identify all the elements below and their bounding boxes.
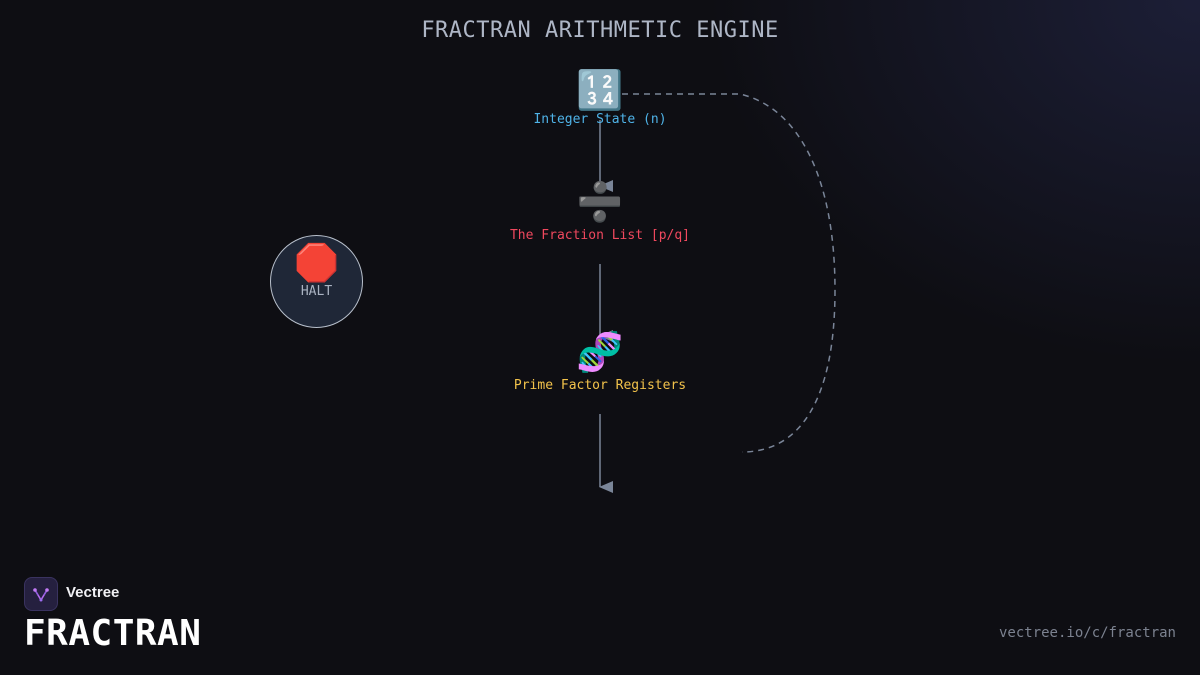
brand-name: Vectree <box>66 584 120 601</box>
node-fraction-list: ➗ The Fraction List [p/q] <box>440 180 760 243</box>
node-halt: 🛑 HALT <box>270 235 363 328</box>
node-prime-registers-label: Prime Factor Registers <box>513 378 687 393</box>
node-integer-state-label: Integer State (n) <box>533 112 667 127</box>
edge-loop-back-dashed <box>622 93 836 453</box>
vectree-logo-icon <box>24 577 58 611</box>
node-integer-state: 🔢 Integer State (n) <box>440 68 760 127</box>
node-fraction-list-label: The Fraction List [p/q] <box>509 228 690 243</box>
node-halt-label: HALT <box>300 284 333 299</box>
diagram-title: FRACTRAN ARITHMETIC ENGINE <box>421 18 779 43</box>
dna-icon: 🧬 <box>576 330 624 374</box>
source-url[interactable]: vectree.io/c/fractran <box>998 625 1176 641</box>
node-prime-registers: 🧬 Prime Factor Registers <box>440 330 760 393</box>
divide-icon: ➗ <box>576 180 624 224</box>
input-numbers-icon: 🔢 <box>576 68 624 112</box>
brand-title: FRACTRAN <box>24 613 202 654</box>
stop-sign-icon: 🛑 <box>294 243 339 284</box>
